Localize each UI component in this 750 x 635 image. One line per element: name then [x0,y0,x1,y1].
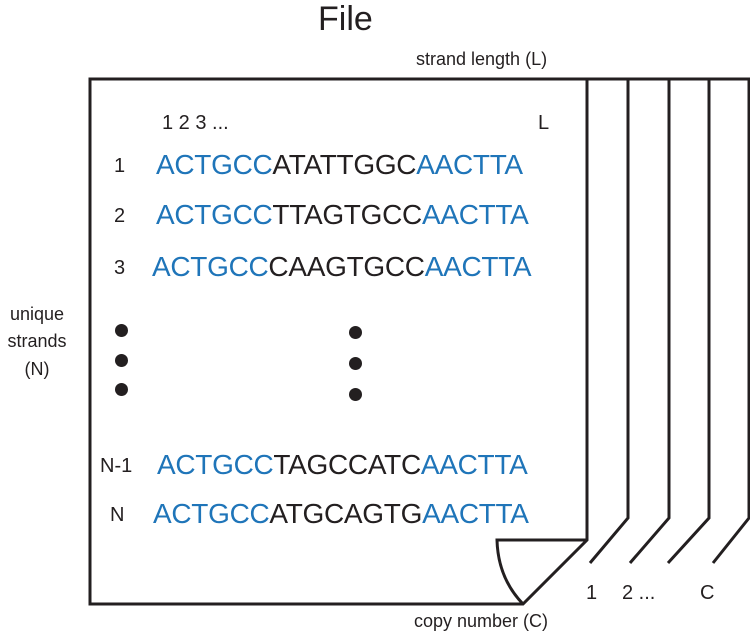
unique-strands-label-line2: strands [7,331,67,351]
copy-sheet-outline [666,77,711,565]
payload: ATATTGGC [272,149,417,180]
copy-label-first: 1 [586,582,598,604]
ellipsis-dot [115,324,128,337]
reverse-primer: AACTTA [424,251,532,282]
reverse-primer: AACTTA [420,449,528,480]
unique-strands-label-line1: unique [9,304,65,324]
row-index: 1 [114,155,126,177]
strand-length-label: strand length (L) [416,49,548,69]
forward-primer: ACTGCC [153,498,270,529]
copy-label-last: C [700,582,715,604]
forward-primer: ACTGCC [156,199,273,230]
strand-sequence: ACTGCCTAGCCATCAACTTA [157,449,528,480]
file-title: File [318,0,373,38]
folded-corner [495,538,587,606]
ellipsis-dot [115,383,128,396]
ellipsis-dot [349,388,362,401]
strand-sequence: ACTGCCATATTGGCAACTTA [156,151,523,179]
copy-sheet-outline [706,77,750,564]
position-labels-start: 1 2 3 ... [162,112,229,134]
copy-sheet-outline [588,77,630,564]
unique-strands-label-line3: (N) [24,359,50,379]
copy-number-label: copy number (C) [414,611,549,631]
strand-sequence: ACTGCCTTAGTGCCAACTTA [156,201,529,229]
reverse-primer: AACTTA [421,199,529,230]
position-label-end: L [538,112,550,134]
payload: ATGCAGTG [269,498,423,529]
ellipsis-dot [349,357,362,370]
copy-label-middle: 2 ... [622,582,656,604]
row-index: N [110,504,125,526]
reverse-primer: AACTTA [416,149,523,180]
row-index: 3 [114,257,126,279]
forward-primer: ACTGCC [157,449,274,480]
reverse-primer: AACTTA [422,498,529,529]
forward-primer: ACTGCC [156,149,273,180]
forward-primer: ACTGCC [152,251,269,282]
row-index: 2 [114,205,126,227]
ellipsis-dot [349,326,362,339]
strand-sequence: ACTGCCCAAGTGCCAACTTA [152,251,532,282]
ellipsis-dot [115,354,128,367]
payload: CAAGTGCC [268,251,425,282]
strand-sequence: ACTGCCATGCAGTGAACTTA [153,500,529,528]
file-page-outline [88,77,589,606]
payload: TAGCCATC [273,449,421,480]
payload: TTAGTGCC [272,199,422,230]
row-index: N-1 [100,455,133,477]
copy-sheet-outline [628,77,671,564]
